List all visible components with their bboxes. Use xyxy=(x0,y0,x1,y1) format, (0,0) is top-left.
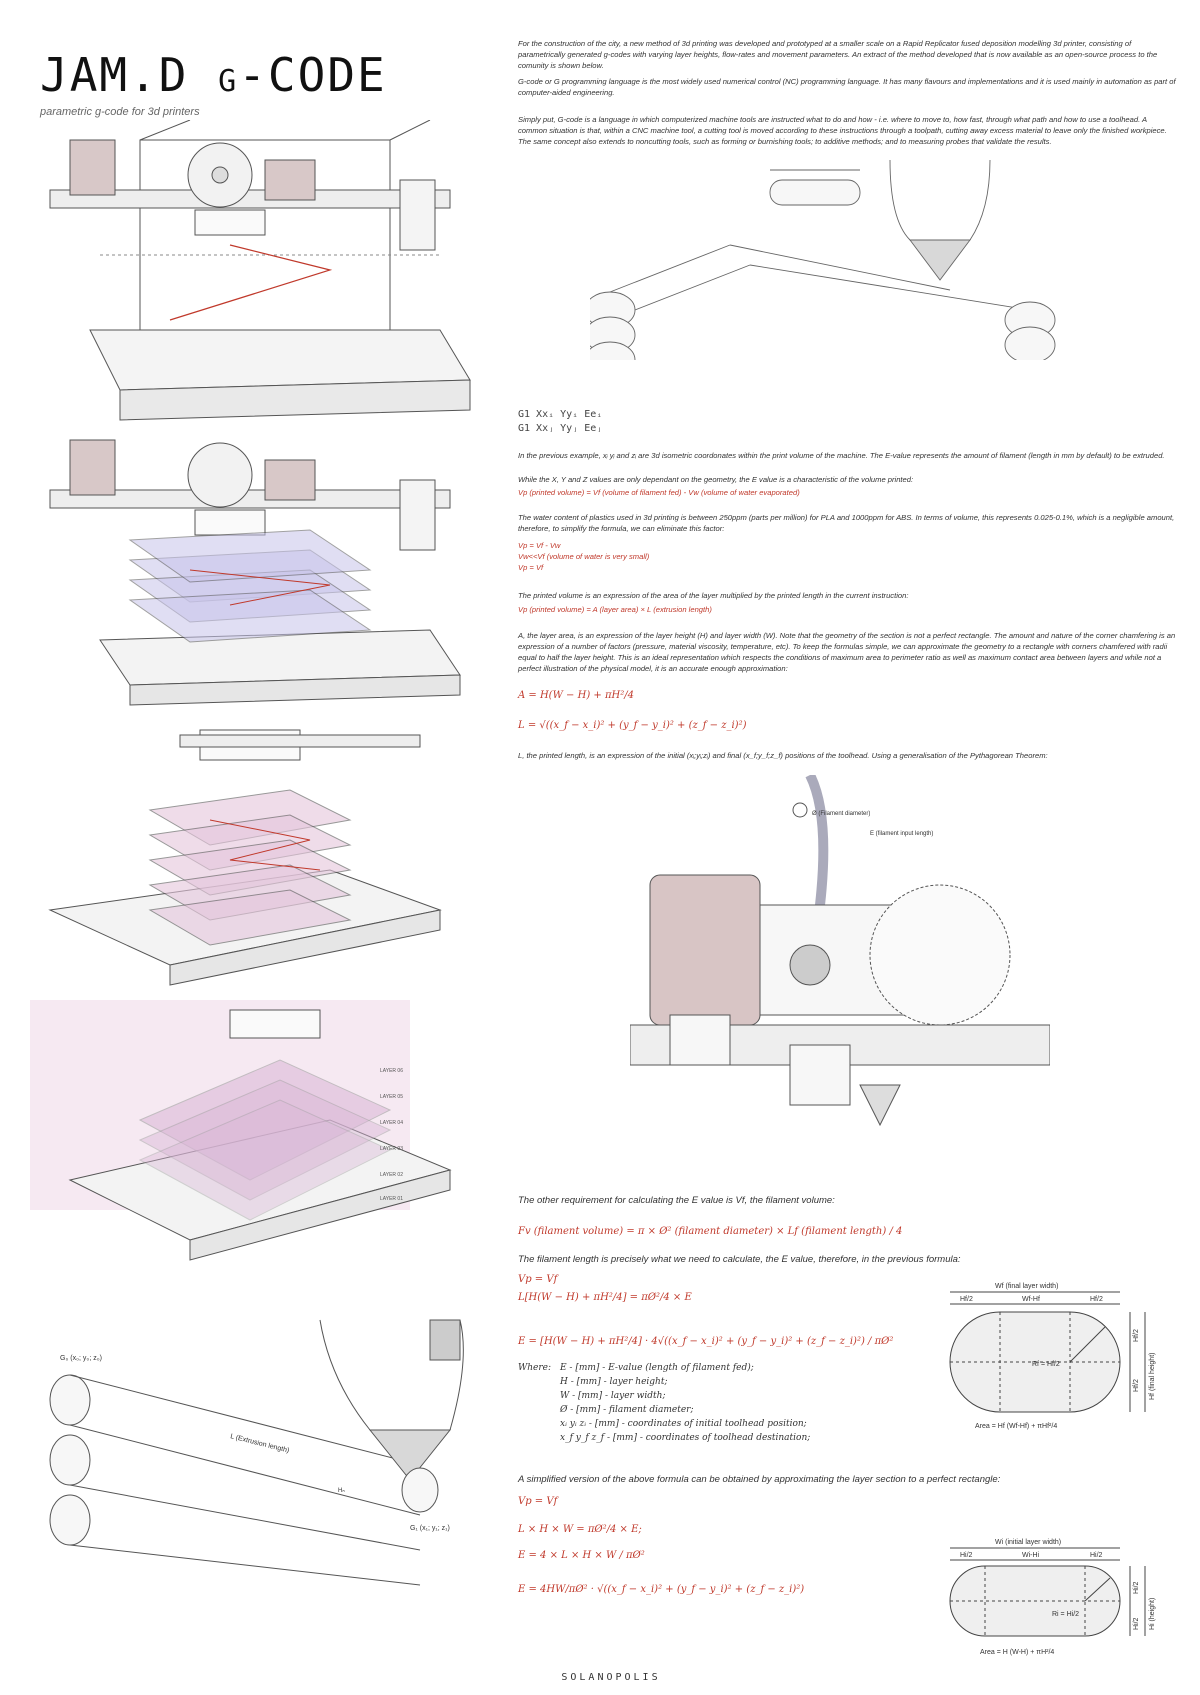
where-item: W - [mm] - layer width; xyxy=(560,1390,666,1401)
page-title: JAM.D G-CODE xyxy=(40,48,387,102)
simplified-formula-1: Vp = Vf xyxy=(518,1496,558,1507)
other-requirement-paragraph: The other requirement for calculating th… xyxy=(518,1195,835,1206)
e-formula-2: L[H(W − H) + πH²/4] = πØ²/4 × E xyxy=(518,1292,692,1303)
layer-01-label: LAYER 01 xyxy=(380,1196,403,1202)
final-seg-1: Hf/2 xyxy=(960,1296,973,1303)
final-width-label: Wf (final layer width) xyxy=(995,1283,1058,1290)
filament-volume-formula: Fv (filament volume) = π × Ø² (filament … xyxy=(518,1226,903,1237)
initial-seg-3: Hi/2 xyxy=(1090,1552,1103,1559)
layer-06-label: LAYER 06 xyxy=(380,1068,403,1074)
intro-paragraph-3: Simply put, G-code is a language in whic… xyxy=(518,115,1167,146)
area-length-formula: Vp (printed volume) = A (layer area) × L… xyxy=(518,605,712,614)
initial-radius-label: Ri = Hi/2 xyxy=(1052,1611,1079,1618)
water-formula-1: Vp = Vf - Vw xyxy=(518,541,561,550)
layer-03-label: LAYER 03 xyxy=(380,1146,403,1152)
vp-formula: Vp (printed volume) = Vf (volume of fila… xyxy=(518,488,800,497)
initial-width-label: Wi (initial layer width) xyxy=(995,1539,1061,1546)
final-area-label: Area = Hf (Wf-Hf) + πHf²/4 xyxy=(975,1423,1057,1430)
simplified-formula-2: L × H × W = πØ²/4 × E; xyxy=(518,1524,642,1535)
where-item: xᵢ yᵢ zᵢ - [mm] - coordinates of initial… xyxy=(560,1418,807,1429)
simplified-formula-3: E = 4 × L × H × W / πØ² xyxy=(518,1550,645,1561)
layer-04-label: LAYER 04 xyxy=(380,1120,403,1126)
g0-label: G₀ (x₀; y₀; z₀) xyxy=(60,1355,102,1362)
gcode-sample: G1 Xxᵢ Yyᵢ Eeᵢ G1 Xxⱼ Yyⱼ Eeⱼ xyxy=(518,408,602,435)
initial-side-2: Hi/2 xyxy=(1133,1617,1140,1630)
layer-area-paragraph: A, the layer area, is an expression of t… xyxy=(518,631,1176,673)
filament-length-paragraph: The filament length is precisely what we… xyxy=(518,1254,961,1265)
final-seg-3: Hf/2 xyxy=(1090,1296,1103,1303)
coords-paragraph: In the previous example, xᵢ yᵢ and zᵢ ar… xyxy=(518,451,1165,460)
water-paragraph: The water content of plastics used in 3d… xyxy=(518,513,1175,533)
where-item: E - [mm] - E-value (length of filament f… xyxy=(560,1363,754,1373)
initial-area-label: Area = H (W-H) + πH²/4 xyxy=(980,1649,1054,1656)
water-formulas: Vp = Vf - Vw Vw<<Vf (volume of water is … xyxy=(518,540,1178,573)
initial-side-1: Hi/2 xyxy=(1133,1581,1140,1594)
extrusion-section-diagram xyxy=(590,160,1056,360)
initial-seg-2: Wi-Hi xyxy=(1022,1552,1040,1559)
nozzle-extrusion-illustration: G₀ (x₀; y₀; z₀) G₁ (x₁; y₁; z₁) L (Extru… xyxy=(49,1319,464,1586)
initial-height-label: Hi (height) xyxy=(1149,1598,1156,1630)
footer-brand: SOLANOPOLIS xyxy=(561,1672,661,1683)
page-subtitle: parametric g-code for 3d printers xyxy=(40,106,200,118)
final-seg-2: Wf-Hf xyxy=(1022,1296,1040,1303)
layer-05-label: LAYER 05 xyxy=(380,1094,403,1100)
height-label: Hₙ xyxy=(338,1488,345,1494)
layer-numbers-illustration xyxy=(48,729,442,986)
where-item: x_f y_f z_f - [mm] - coordinates of tool… xyxy=(560,1432,811,1443)
layer-stack-illustration xyxy=(49,439,461,706)
extruder-illustration: Ø (Filament diameter) E (filament input … xyxy=(630,775,1050,1127)
intro-paragraph-1: For the construction of the city, a new … xyxy=(518,39,1158,70)
where-label: Where: xyxy=(518,1363,552,1373)
final-layer-section-diagram: Wf (final layer width) Hf/2 Wf-Hf Hf/2 R… xyxy=(949,1283,1156,1430)
e-formula-3: E = [H(W − H) + πH²/4] · 4√((x_f − x_i)²… xyxy=(518,1336,894,1347)
printer-frame-illustration xyxy=(49,120,471,421)
where-item: H - [mm] - layer height; xyxy=(560,1376,668,1387)
simplified-formula-4: E = 4HW/πØ² · √((x_f − x_i)² + (y_f − y_… xyxy=(518,1584,805,1595)
initial-layer-section-diagram: Wi (initial layer width) Hi/2 Wi-Hi Hi/2… xyxy=(949,1539,1156,1656)
extrusion-length-label: L (Extrusion length) xyxy=(230,1433,290,1454)
layer-02-label: LAYER 02 xyxy=(380,1172,403,1178)
filament-input-label: E (filament input length) xyxy=(870,831,933,837)
e-formula-1: Vp = Vf xyxy=(518,1274,558,1285)
final-height-label: Hf (final height) xyxy=(1149,1353,1156,1400)
gcode-line-1: G1 Xxᵢ Yyᵢ Eeᵢ xyxy=(518,409,603,420)
water-formula-3: Vp = Vf xyxy=(518,563,544,572)
simplified-paragraph: A simplified version of the above formul… xyxy=(518,1474,1001,1485)
filament-diameter-label: Ø (Filament diameter) xyxy=(812,811,870,817)
printed-length-paragraph: L, the printed length, is an expression … xyxy=(518,751,1048,760)
while-paragraph: While the X, Y and Z values are only dep… xyxy=(518,475,914,484)
water-formula-2: Vw<<Vf (volume of water is very small) xyxy=(518,552,650,561)
initial-seg-1: Hi/2 xyxy=(960,1552,973,1559)
printed-volume-paragraph: The printed volume is an expression of t… xyxy=(518,591,909,600)
layer-labels-illustration: LAYER 06 LAYER 05 LAYER 04 LAYER 03 LAYE… xyxy=(30,1000,452,1261)
intro-paragraph-2: G-code or G programming language is the … xyxy=(518,77,1176,97)
final-radius-label: Rf = Hf/2 xyxy=(1032,1361,1060,1368)
final-side-1: Hf/2 xyxy=(1133,1329,1140,1342)
final-side-2: Hf/2 xyxy=(1133,1379,1140,1392)
where-item: Ø - [mm] - filament diameter; xyxy=(560,1404,694,1415)
formula-l: L = √((x_f − x_i)² + (y_f − y_i)² + (z_f… xyxy=(518,720,747,731)
formula-a: A = H(W − H) + πH²/4 xyxy=(518,690,634,701)
printer-illustrations: LAYER 06 LAYER 05 LAYER 04 LAYER 03 LAYE… xyxy=(30,120,471,1586)
gcode-line-2: G1 Xxⱼ Yyⱼ Eeⱼ xyxy=(518,422,603,434)
g1-label: G₁ (x₁; y₁; z₁) xyxy=(410,1525,450,1532)
where-list: E - [mm] - E-value (length of filament f… xyxy=(560,1362,810,1446)
